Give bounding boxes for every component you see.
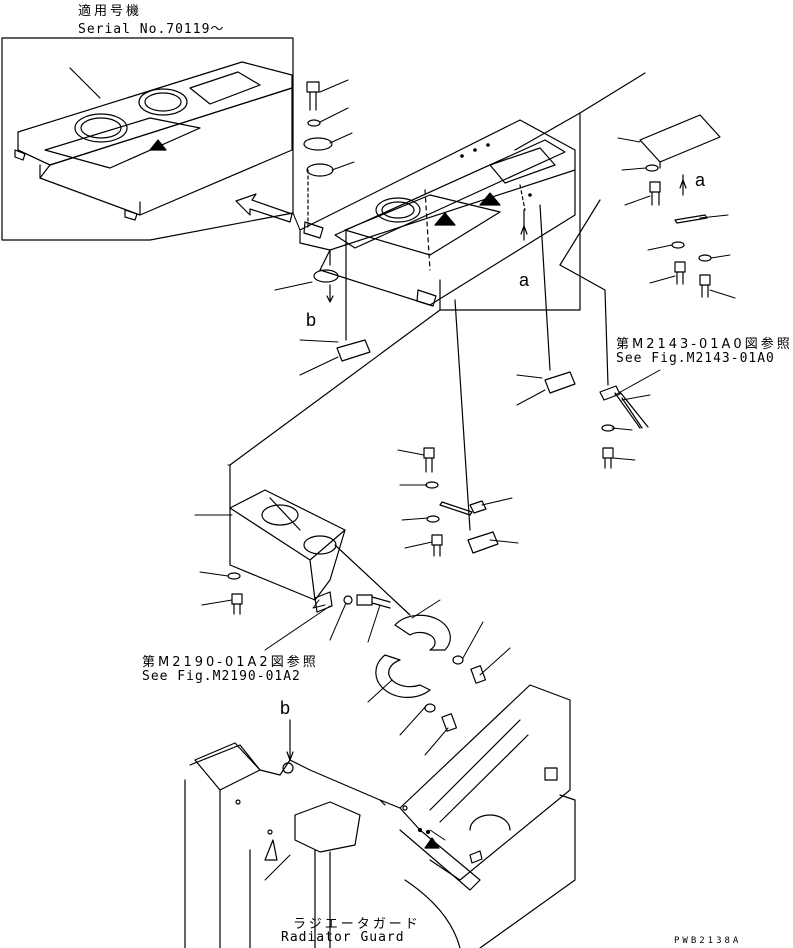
parts-diagram: 適用号機 Serial No.70119～ 第M2143-01A0図参照 See… xyxy=(1,4,790,948)
duct-assembly xyxy=(227,464,391,615)
applicable-serial-jp: 適用号機 xyxy=(78,4,143,19)
leader-lines xyxy=(194,79,736,881)
left-fastener-stack xyxy=(303,81,371,362)
machine-body xyxy=(184,684,576,948)
callout-a-upper: a xyxy=(695,170,706,190)
ref-m2190-en: See Fig.M2190-01A2 xyxy=(142,669,301,684)
callout-b-upper: b xyxy=(306,310,317,330)
serial-number-label: Serial No.70119～ xyxy=(78,22,225,37)
wire-bracket xyxy=(599,385,649,469)
ref-m2190-jp: 第M2190-01A2図参照 xyxy=(142,655,319,670)
middle-fastener-stack xyxy=(423,299,499,557)
inset-frame xyxy=(1,37,294,241)
callout-b-lower: b xyxy=(280,698,291,718)
ref-m2143-en: See Fig.M2143-01A0 xyxy=(616,351,775,366)
drawing-code: PWB2138A xyxy=(674,936,742,946)
leader-box xyxy=(439,112,581,311)
radiator-guard-jp: ラジエータガード xyxy=(293,917,421,932)
main-cover xyxy=(299,119,576,307)
inset-cover-plate xyxy=(14,61,293,221)
line-drawing xyxy=(1,37,736,948)
cover-plates xyxy=(334,544,487,732)
callout-a-lower: a xyxy=(519,270,530,290)
radiator-guard-en: Radiator Guard xyxy=(281,930,405,945)
direction-arrow xyxy=(235,193,293,223)
ref-m2143-jp: 第M2143-01A0図参照 xyxy=(616,337,793,352)
